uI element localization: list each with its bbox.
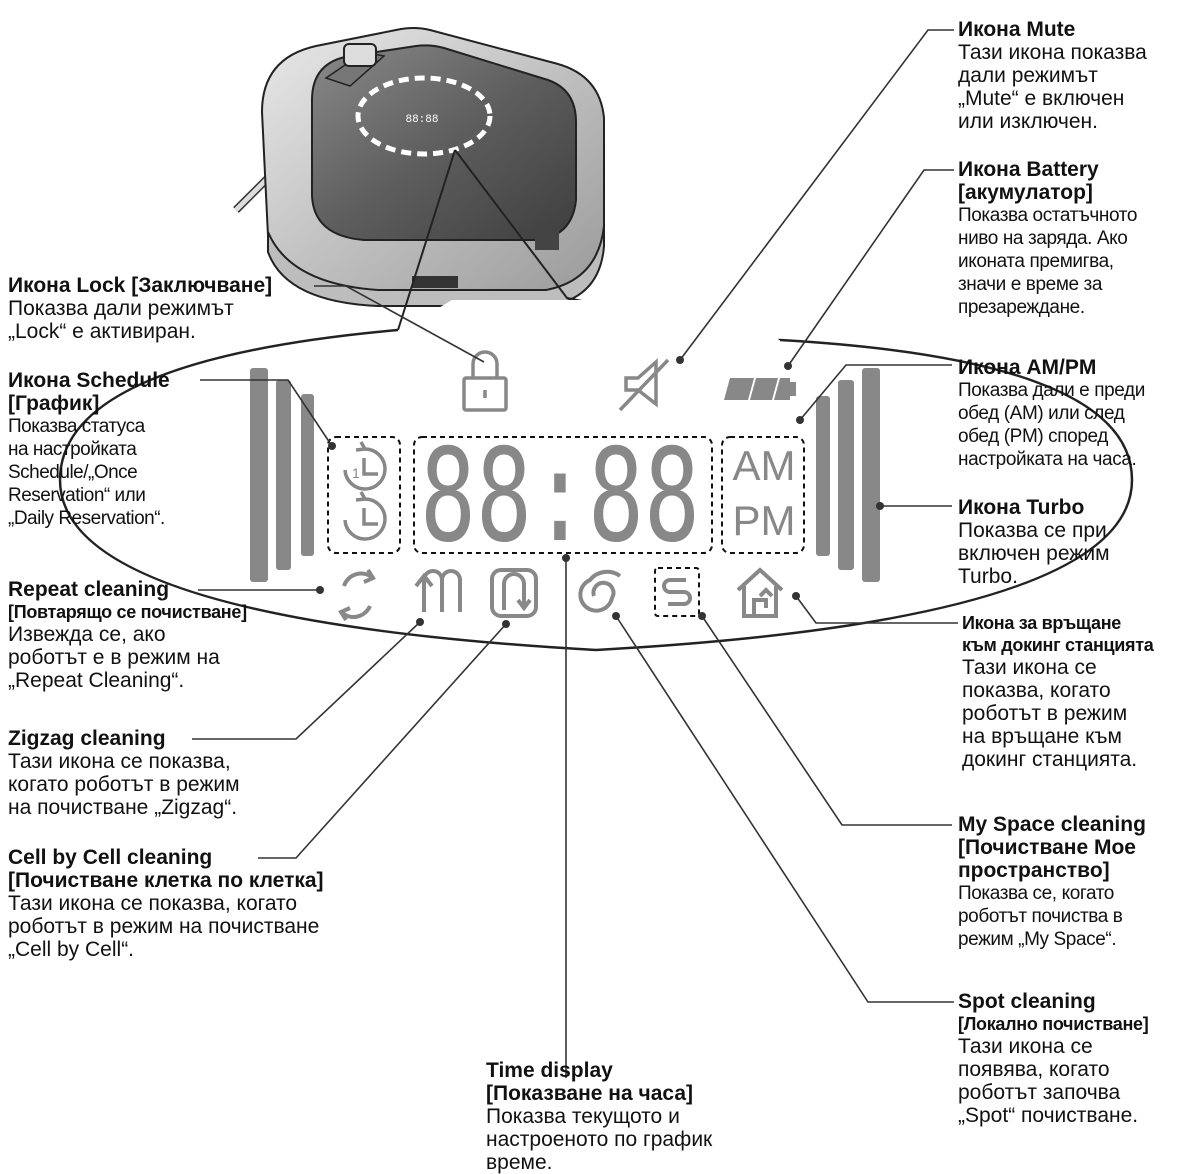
label-mute: Икона Mute Тази икона показва дали режим… [958, 18, 1147, 133]
svg-text:1: 1 [352, 465, 360, 481]
label-battery-title2: [акумулатор] [958, 181, 1093, 204]
label-turbo: Икона Turbo Показва се при включен режим… [958, 496, 1110, 588]
lock-icon [462, 350, 508, 412]
label-schedule-title2: [График] [8, 392, 100, 415]
label-home-title: Икона за връщане [962, 613, 1121, 633]
label-spot-title: Spot cleaning [958, 990, 1096, 1013]
label-home-title2: към докинг станцията [962, 635, 1154, 655]
turbo-bars-left [250, 368, 314, 582]
label-lock: Икона Lock [Заключване] Показва дали реж… [8, 274, 272, 343]
label-battery-title: Икона Battery [958, 158, 1099, 181]
label-repeat: Repeat cleaning [Повтарящо се почистване… [8, 578, 247, 692]
label-mute-title: Икона Mute [958, 18, 1076, 41]
battery-icon [724, 378, 796, 400]
label-cell-title2: [Почистване клетка по клетка] [8, 869, 324, 892]
am-indicator: AM [733, 442, 796, 489]
label-spot: Spot cleaning [Локално почистване] Тази … [958, 990, 1149, 1127]
label-spot-desc: Тази икона се появява, когато роботът за… [958, 1035, 1139, 1127]
label-myspace-title3: пространство] [958, 859, 1110, 882]
label-ampm-desc: Показва дали е преди обед (AM) или след … [958, 380, 1145, 470]
label-ampm: Икона AM/PM Показва дали е преди обед (A… [958, 356, 1145, 471]
label-myspace: My Space cleaning [Почистване Мое простр… [958, 813, 1146, 951]
turbo-bars-right [816, 368, 880, 582]
label-time-title: Time display [486, 1059, 613, 1082]
robot-illustration: 88:88 [233, 27, 605, 307]
label-cell-desc: Тази икона се показва, когато роботът в … [8, 892, 320, 961]
label-repeat-desc: Извежда се, ако роботът е в режим на „Re… [8, 623, 220, 692]
zigzag-icon [414, 569, 462, 612]
label-schedule-title: Икона Schedule [8, 369, 170, 392]
label-turbo-desc: Показва се при включен режим Turbo. [958, 519, 1110, 588]
label-time: Time display [Показване на часа] Показва… [486, 1059, 712, 1174]
mute-icon [618, 358, 670, 412]
repeat-icon [338, 568, 376, 622]
label-lock-desc: Показва дали режимът „Lock“ е активиран. [8, 297, 234, 343]
cell-by-cell-icon [490, 568, 538, 618]
label-zigzag: Zigzag cleaning Тази икона се показва, к… [8, 727, 240, 819]
label-myspace-title: My Space cleaning [958, 813, 1146, 836]
label-time-title2: [Показване на часа] [486, 1082, 693, 1105]
label-ampm-title: Икона AM/PM [958, 356, 1097, 379]
label-repeat-title: Repeat cleaning [8, 578, 170, 601]
label-repeat-sub: [Повтарящо се почистване] [8, 602, 247, 622]
spot-icon [578, 569, 622, 613]
schedule-icon [343, 441, 387, 541]
label-schedule-desc: Показва статуса на настройката Schedule/… [8, 416, 165, 529]
label-mute-desc: Тази икона показва дали режимът „Mute“ е… [958, 41, 1147, 133]
label-schedule: Икона Schedule [График] Показва статуса … [8, 369, 170, 530]
label-battery: Икона Battery [акумулатор] Показва остат… [958, 158, 1137, 319]
label-myspace-title2: [Почистване Мое [958, 836, 1136, 859]
label-time-desc: Показва текущото и настроеното по график… [486, 1105, 713, 1174]
label-home-desc: Тази икона се показва, когато роботът в … [962, 656, 1138, 771]
label-cell: Cell by Cell cleaning [Почистване клетка… [8, 846, 324, 961]
label-spot-sub: [Локално почистване] [958, 1014, 1149, 1034]
time-display: 88:88 [420, 422, 700, 571]
label-myspace-desc: Показва се, когато роботът почиства в ре… [958, 883, 1123, 950]
my-space-icon [654, 567, 700, 617]
label-zigzag-title: Zigzag cleaning [8, 727, 166, 750]
label-lock-title: Икона Lock [Заключване] [8, 274, 273, 297]
pm-indicator: PM [733, 497, 796, 544]
label-zigzag-desc: Тази икона се показва, когато роботът в … [8, 750, 240, 819]
label-cell-title: Cell by Cell cleaning [8, 846, 213, 869]
label-battery-desc: Показва остатъчното ниво на заряда. Ако … [958, 205, 1138, 318]
svg-text:88:88: 88:88 [405, 114, 438, 126]
home-icon [736, 567, 784, 618]
label-home: Икона за връщане към докинг станцията Та… [962, 612, 1154, 771]
label-turbo-title: Икона Turbo [958, 496, 1085, 519]
